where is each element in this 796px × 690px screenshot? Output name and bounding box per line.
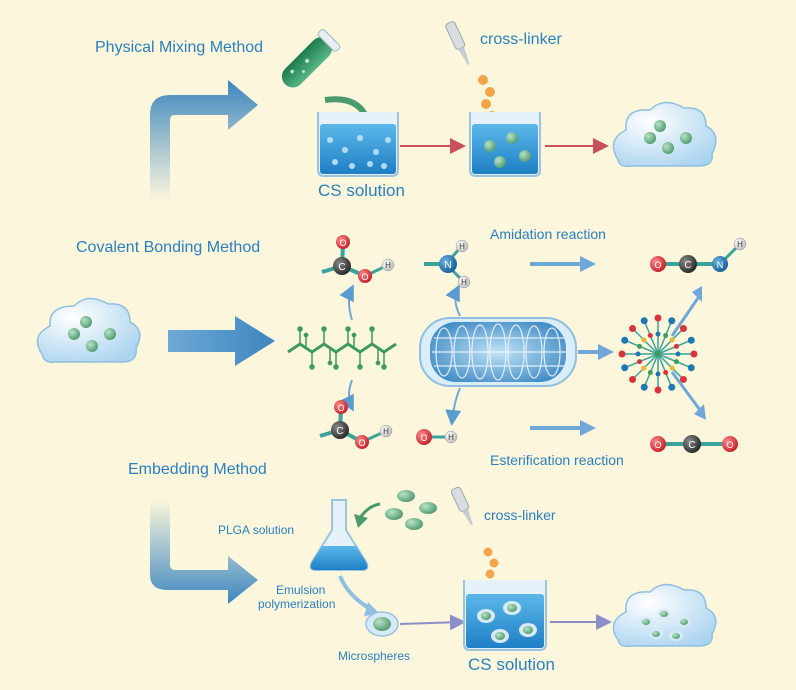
- atom-h-label: H: [461, 278, 467, 287]
- physical-method-title: Physical Mixing Method: [95, 39, 263, 56]
- amide-molecule: O C N H: [650, 237, 747, 273]
- covalent-flow-arrow: [168, 316, 275, 366]
- atom-o-label: O: [337, 403, 344, 413]
- carboxyl-down-arrow: [339, 379, 354, 412]
- hydroxyl-arrow: [445, 387, 462, 426]
- ester-molecule: O C O: [650, 435, 738, 453]
- atom-n-label: N: [717, 260, 724, 270]
- atom-o-label: O: [654, 260, 661, 270]
- amine-molecule: N H H: [424, 239, 471, 289]
- nanofiber-scaffold-icon: [419, 317, 577, 387]
- emulsion-label-1: Emulsion: [276, 583, 325, 597]
- embedding-crosslinker-label: cross-linker: [484, 507, 556, 523]
- dendrimer-down-arrow: [670, 371, 702, 411]
- hydroxyl-molecule: O H: [416, 429, 458, 445]
- atom-n-label: N: [444, 260, 451, 271]
- atom-h-label: H: [459, 242, 465, 251]
- atom-o-label: O: [339, 238, 346, 248]
- flask-icon: [309, 499, 369, 571]
- embedding-beaker-label: CS solution: [468, 655, 555, 674]
- polymer-chain-icon: [287, 326, 397, 370]
- hydrogel-embedded-cloud-icon: [612, 583, 717, 648]
- pipette-icon: [445, 21, 470, 65]
- atom-o-label: O: [358, 438, 365, 448]
- esterification-label: Esterification reaction: [490, 452, 624, 468]
- atom-o-label: O: [726, 440, 733, 450]
- atom-h-label: H: [385, 261, 391, 270]
- atom-h-label: H: [448, 433, 454, 442]
- beaker-crosslinked-icon: [469, 112, 541, 177]
- plga-particles: [385, 490, 437, 530]
- embedding-method-title: Embedding Method: [128, 461, 267, 478]
- emulsion-label-2: polymerization: [258, 597, 335, 611]
- covalent-method-title: Covalent Bonding Method: [76, 239, 260, 256]
- carboxyl-up-arrow: [339, 284, 354, 321]
- physical-flow-arrow: [150, 80, 258, 200]
- atom-h-label: H: [737, 240, 743, 249]
- pipette-icon: [450, 486, 473, 526]
- amine-arrow: [445, 284, 461, 317]
- hydrogel-cloud-icon: [612, 101, 717, 168]
- atom-c-label: C: [336, 426, 343, 437]
- particle-arrow: [358, 502, 381, 519]
- carboxyl-molecule-bottom: O C O H: [319, 400, 393, 449]
- plga-label: PLGA solution: [218, 523, 294, 537]
- dendrimer-up-arrow: [670, 297, 700, 337]
- atom-o-label: O: [420, 433, 427, 443]
- atom-o-label: O: [654, 440, 661, 450]
- test-tube-icon: [281, 29, 341, 88]
- microsphere-flow-arrow: [399, 614, 466, 631]
- microspheres-label: Microspheres: [338, 649, 410, 663]
- physical-beaker-label: CS solution: [318, 181, 405, 200]
- atom-c-label: C: [338, 262, 345, 273]
- microsphere-icon: [365, 611, 399, 637]
- dendrimer-icon: [618, 314, 698, 394]
- physical-crosslinker-label: cross-linker: [480, 31, 562, 48]
- beaker-embedded-icon: [463, 580, 547, 651]
- embedding-flow-arrow: [150, 500, 258, 604]
- carboxyl-molecule-top: O C O H: [321, 235, 395, 283]
- beaker-icon: [317, 112, 399, 177]
- atom-o-label: O: [361, 272, 368, 282]
- atom-c-label: C: [688, 440, 695, 451]
- atom-h-label: H: [383, 427, 389, 436]
- amidation-label: Amidation reaction: [490, 226, 606, 242]
- hydrogel-cloud-left-icon: [36, 297, 141, 364]
- atom-c-label: C: [684, 260, 691, 271]
